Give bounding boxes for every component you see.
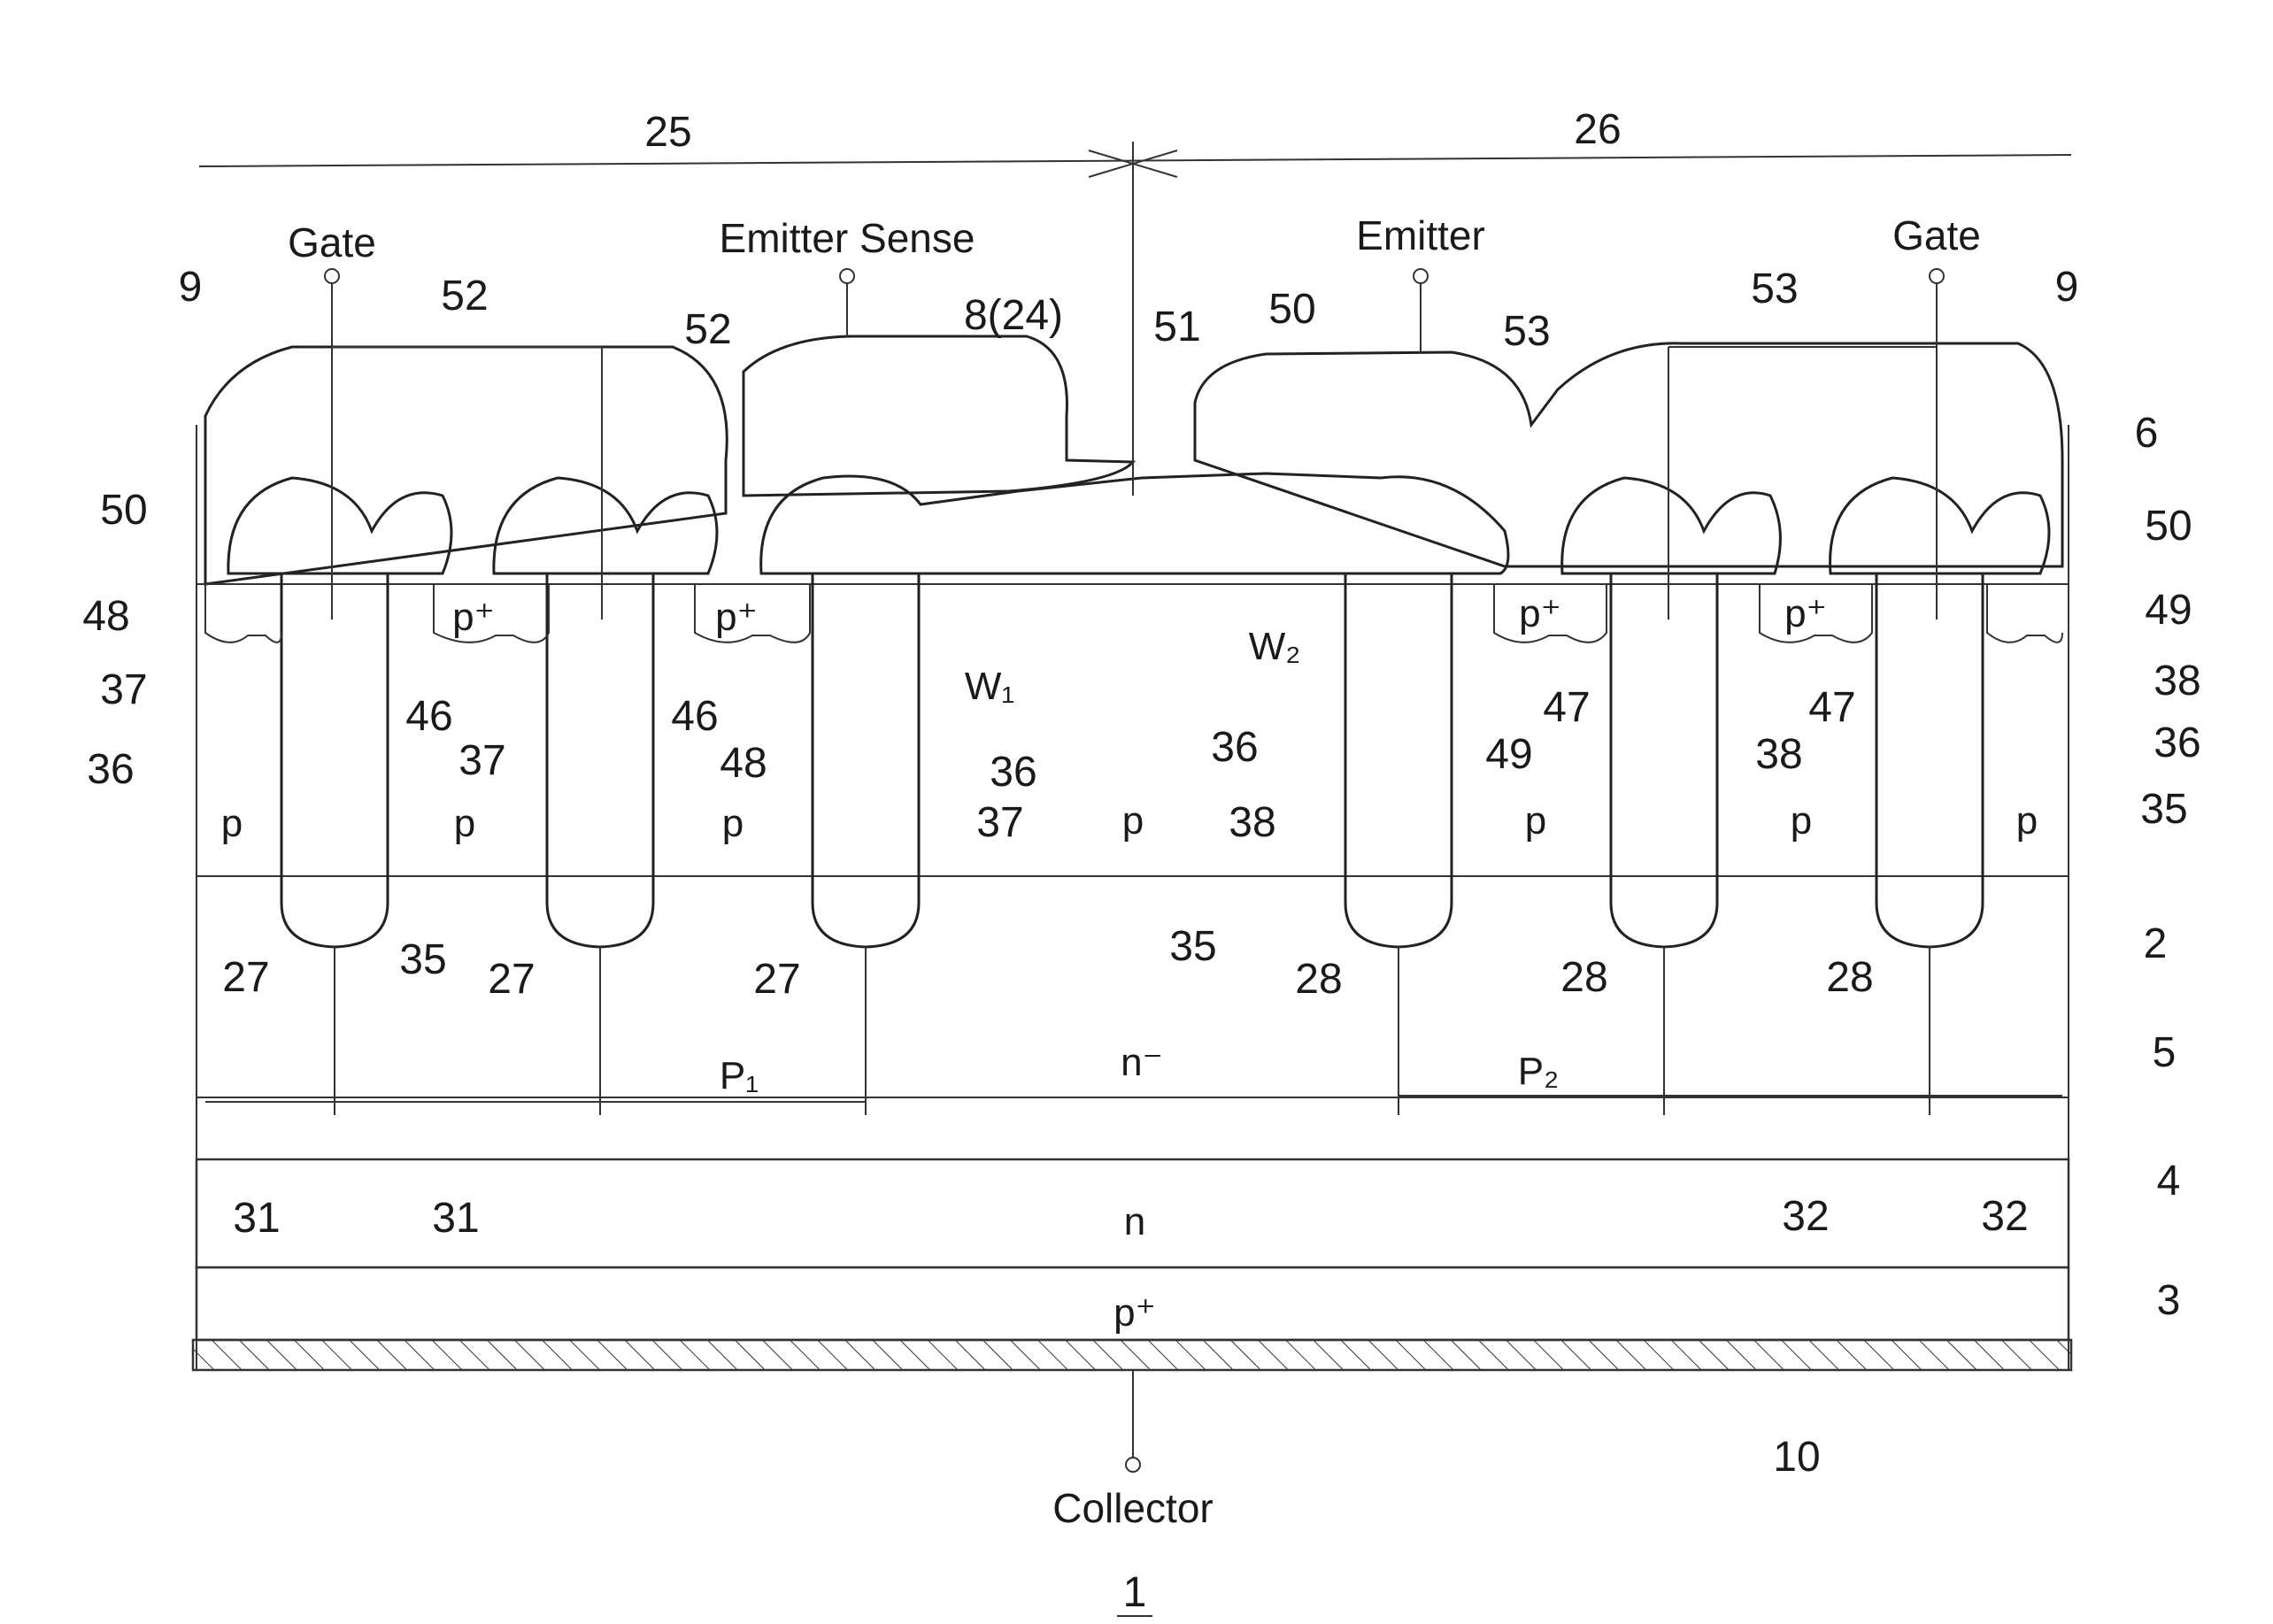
label-35-a: 35 [399, 936, 446, 983]
p-region-3: p [722, 802, 744, 845]
figure-number-label: 1 [1123, 1569, 1147, 1616]
label-50-top: 50 [1268, 286, 1315, 333]
label-46-a: 46 [405, 693, 452, 740]
p2-label: P₂ [1518, 1050, 1559, 1093]
label-3: 3 [2157, 1277, 2181, 1324]
insulation-50-b [494, 478, 717, 573]
p-plus-region-2: p⁺ [715, 596, 758, 639]
label-27-b: 27 [488, 956, 535, 1003]
label-52-b: 52 [684, 306, 731, 353]
label-36-c: 36 [1211, 724, 1258, 771]
p-region-2: p [454, 802, 475, 845]
label-53-a: 53 [1503, 308, 1550, 355]
label-49-mid: 49 [1485, 731, 1532, 778]
label-9-right: 9 [2055, 264, 2079, 311]
collector-electrode-layer [193, 1340, 2071, 1370]
label-38-a: 38 [1229, 799, 1275, 846]
label-28-c: 28 [1826, 954, 1873, 1001]
label-2: 2 [2144, 920, 2168, 967]
collector-label: Collector [1052, 1485, 1214, 1531]
emitter-label: Emitter [1356, 212, 1485, 258]
label-8-24: 8(24) [964, 292, 1063, 339]
p1-label: P₁ [720, 1054, 759, 1097]
label-28-b: 28 [1560, 954, 1607, 1001]
label-32-b: 32 [1981, 1193, 2028, 1240]
label-9-left: 9 [179, 264, 203, 311]
p-region-1: p [221, 802, 243, 845]
label-37-b: 37 [458, 737, 505, 784]
label-46-b: 46 [671, 693, 718, 740]
label-27-a: 27 [222, 954, 269, 1001]
label-35-b: 35 [1169, 923, 1216, 970]
label-38-right: 38 [2154, 658, 2200, 704]
figure-number: 1 [1117, 1569, 1152, 1616]
label-38-b: 38 [1755, 731, 1802, 778]
label-10: 10 [1773, 1434, 1820, 1481]
n-region: n [1124, 1200, 1145, 1243]
label-31-a: 31 [233, 1195, 280, 1242]
label-52-a: 52 [441, 273, 488, 319]
p-plus-region-3: p⁺ [1519, 592, 1561, 635]
label-37-a: 37 [100, 666, 147, 713]
p-plus-region-1: p⁺ [452, 596, 495, 639]
interlayer-insulation [228, 473, 2049, 573]
emitter-electrode [1195, 343, 2062, 566]
pitch-dimensions [205, 947, 2062, 1115]
p-plus-region-4: p⁺ [1784, 592, 1827, 635]
gate-left-label: Gate [288, 219, 376, 266]
insulation-50-a [228, 478, 451, 573]
label-6: 6 [2135, 410, 2159, 457]
label-5: 5 [2153, 1029, 2177, 1076]
label-31-b: 31 [432, 1195, 479, 1242]
p-plus-collector-region: p⁺ [1113, 1291, 1156, 1335]
label-53-b: 53 [1751, 266, 1798, 312]
label-4: 4 [2157, 1158, 2181, 1205]
label-47-b: 47 [1808, 684, 1855, 731]
trench-27-c [813, 573, 919, 947]
p-region-7: p [2016, 799, 2038, 843]
label-35-right: 35 [2140, 786, 2187, 833]
label-48-mid: 48 [720, 740, 767, 787]
label-47-a: 47 [1543, 684, 1590, 731]
span-25-label: 25 [644, 109, 691, 156]
p-region-4: p [1122, 799, 1144, 843]
label-51: 51 [1153, 304, 1200, 350]
label-27-c: 27 [753, 956, 800, 1003]
emitter-sense-electrode [744, 336, 1133, 496]
label-50-left: 50 [100, 487, 147, 534]
label-50-right: 50 [2145, 503, 2192, 550]
n-minus-region: n⁻ [1121, 1041, 1163, 1084]
label-36-a: 36 [87, 746, 134, 793]
trench-27-a [281, 573, 388, 947]
span-26-label: 26 [1574, 106, 1621, 153]
trench-28-c [1876, 573, 1983, 947]
p-region-6: p [1791, 799, 1812, 843]
label-28-a: 28 [1295, 956, 1342, 1003]
label-32-a: 32 [1782, 1193, 1829, 1240]
trench-gates [281, 573, 1983, 947]
label-48-left: 48 [82, 593, 129, 640]
trench-28-a [1345, 573, 1452, 947]
label-49-right: 49 [2145, 587, 2192, 634]
label-37-c: 37 [976, 799, 1023, 846]
label-36-b: 36 [990, 749, 1036, 796]
emitter-sense-label: Emitter Sense [720, 215, 975, 261]
insulation-50-wide [761, 473, 1508, 573]
insulation-50-c [1562, 478, 1781, 573]
w2-label: W₂ [1249, 625, 1301, 668]
label-36-right: 36 [2154, 720, 2200, 766]
gate-wiring-electrode-left [205, 347, 727, 584]
gate-right-label: Gate [1892, 212, 1981, 258]
trench-28-b [1611, 573, 1717, 947]
p-region-5: p [1525, 799, 1546, 843]
trench-27-b [547, 573, 653, 947]
w1-label: W₁ [965, 665, 1014, 708]
insulation-50-d [1830, 478, 2049, 573]
